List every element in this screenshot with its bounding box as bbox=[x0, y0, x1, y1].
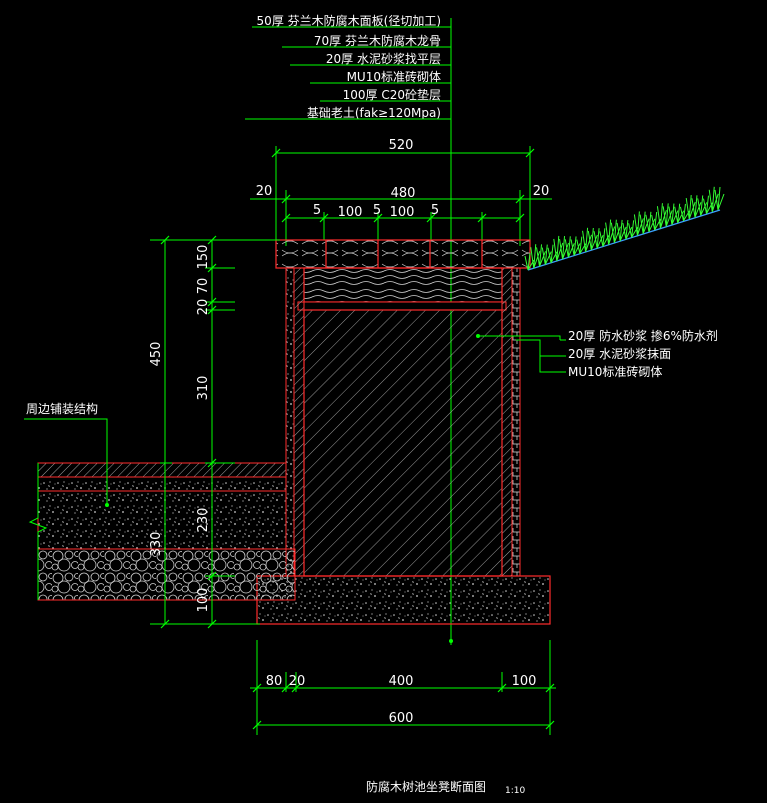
layer-labels: 50厚 芬兰木防腐木面板(径切加工) 70厚 芬兰木防腐木龙骨 20厚 水泥砂浆… bbox=[257, 13, 441, 120]
dim-5-b: 5 bbox=[373, 203, 381, 218]
left-dimensions bbox=[150, 239, 280, 625]
bottom-dim-text: 80 20 400 100 600 bbox=[266, 674, 537, 726]
dim-310: 310 bbox=[196, 376, 211, 401]
dim-20-v: 20 bbox=[196, 299, 211, 316]
dim-450: 450 bbox=[149, 342, 164, 367]
drawing-scale: 1:10 bbox=[505, 786, 525, 796]
wall-label-1: 20厚 防水砂浆 掺6%防水剂 bbox=[568, 328, 718, 343]
break-line bbox=[28, 463, 48, 600]
wall-label-3: MU10标准砖砌体 bbox=[568, 364, 662, 379]
drawing-title: 防腐木树池坐凳断面图 bbox=[366, 779, 486, 794]
left-dim-text: 450 150 20 70 310 230 330 100 bbox=[149, 245, 211, 613]
layer-label-2: 70厚 芬兰木防腐木龙骨 bbox=[314, 33, 441, 48]
dim-230: 230 bbox=[196, 508, 211, 533]
wall-leader-dot bbox=[476, 334, 480, 338]
dim-70: 70 bbox=[196, 278, 211, 295]
dim-100-v: 100 bbox=[196, 588, 211, 613]
dim-20-right: 20 bbox=[533, 184, 550, 199]
bottom-dimensions bbox=[250, 640, 556, 735]
dim-20-left: 20 bbox=[256, 184, 273, 199]
layer-label-3: 20厚 水泥砂浆找平层 bbox=[326, 51, 441, 66]
left-dim-ticks bbox=[160, 235, 217, 629]
dim-150: 150 bbox=[196, 245, 211, 270]
wall-leaders bbox=[478, 335, 566, 373]
bottom-dim-ticks bbox=[252, 683, 555, 730]
surrounding-paving bbox=[37, 462, 296, 601]
concrete-footing bbox=[256, 575, 551, 625]
wall-label-2: 20厚 水泥砂浆抹面 bbox=[568, 346, 671, 361]
dim-100-b: 100 bbox=[512, 674, 537, 689]
dim-5-c: 5 bbox=[431, 203, 439, 218]
dim-400: 400 bbox=[389, 674, 414, 689]
left-wall-outer-finish bbox=[285, 267, 295, 577]
top-dim-text: 520 20 480 20 5 100 5 100 5 bbox=[256, 138, 550, 220]
dim-5-a: 5 bbox=[313, 203, 321, 218]
dim-20-b: 20 bbox=[289, 674, 306, 689]
layer-label-1: 50厚 芬兰木防腐木面板(径切加工) bbox=[257, 13, 441, 28]
leveling-layer bbox=[297, 301, 507, 311]
right-wall-outer-finish bbox=[511, 267, 521, 577]
paving-leader-dot bbox=[105, 503, 109, 507]
dim-100-b: 100 bbox=[390, 205, 415, 220]
layer-label-5: 100厚 C20砼垫层 bbox=[343, 87, 441, 102]
top-dim-ticks bbox=[271, 148, 535, 223]
leader-end-dot bbox=[449, 639, 453, 643]
wall-labels: 20厚 防水砂浆 掺6%防水剂 20厚 水泥砂浆抹面 MU10标准砖砌体 bbox=[568, 328, 718, 379]
wood-joist bbox=[303, 267, 503, 303]
dim-80: 80 bbox=[266, 674, 283, 689]
grass bbox=[524, 186, 725, 271]
paving-leader bbox=[24, 418, 108, 505]
layer-label-4: MU10标准砖砌体 bbox=[347, 69, 441, 84]
dim-480: 480 bbox=[391, 186, 416, 201]
paving-label: 周边铺装结构 bbox=[26, 401, 98, 416]
dim-520: 520 bbox=[389, 138, 414, 153]
dim-600: 600 bbox=[389, 711, 414, 726]
dim-330: 330 bbox=[149, 532, 164, 557]
planter-fill bbox=[303, 309, 503, 577]
slope-line bbox=[527, 209, 721, 271]
dim-100-a: 100 bbox=[338, 205, 363, 220]
left-wall-brick bbox=[293, 267, 305, 577]
layer-label-6: 基础老土(fak≥120Mpa) bbox=[307, 106, 441, 120]
wood-deck-boards bbox=[275, 239, 531, 269]
right-wall-brick bbox=[501, 267, 513, 577]
